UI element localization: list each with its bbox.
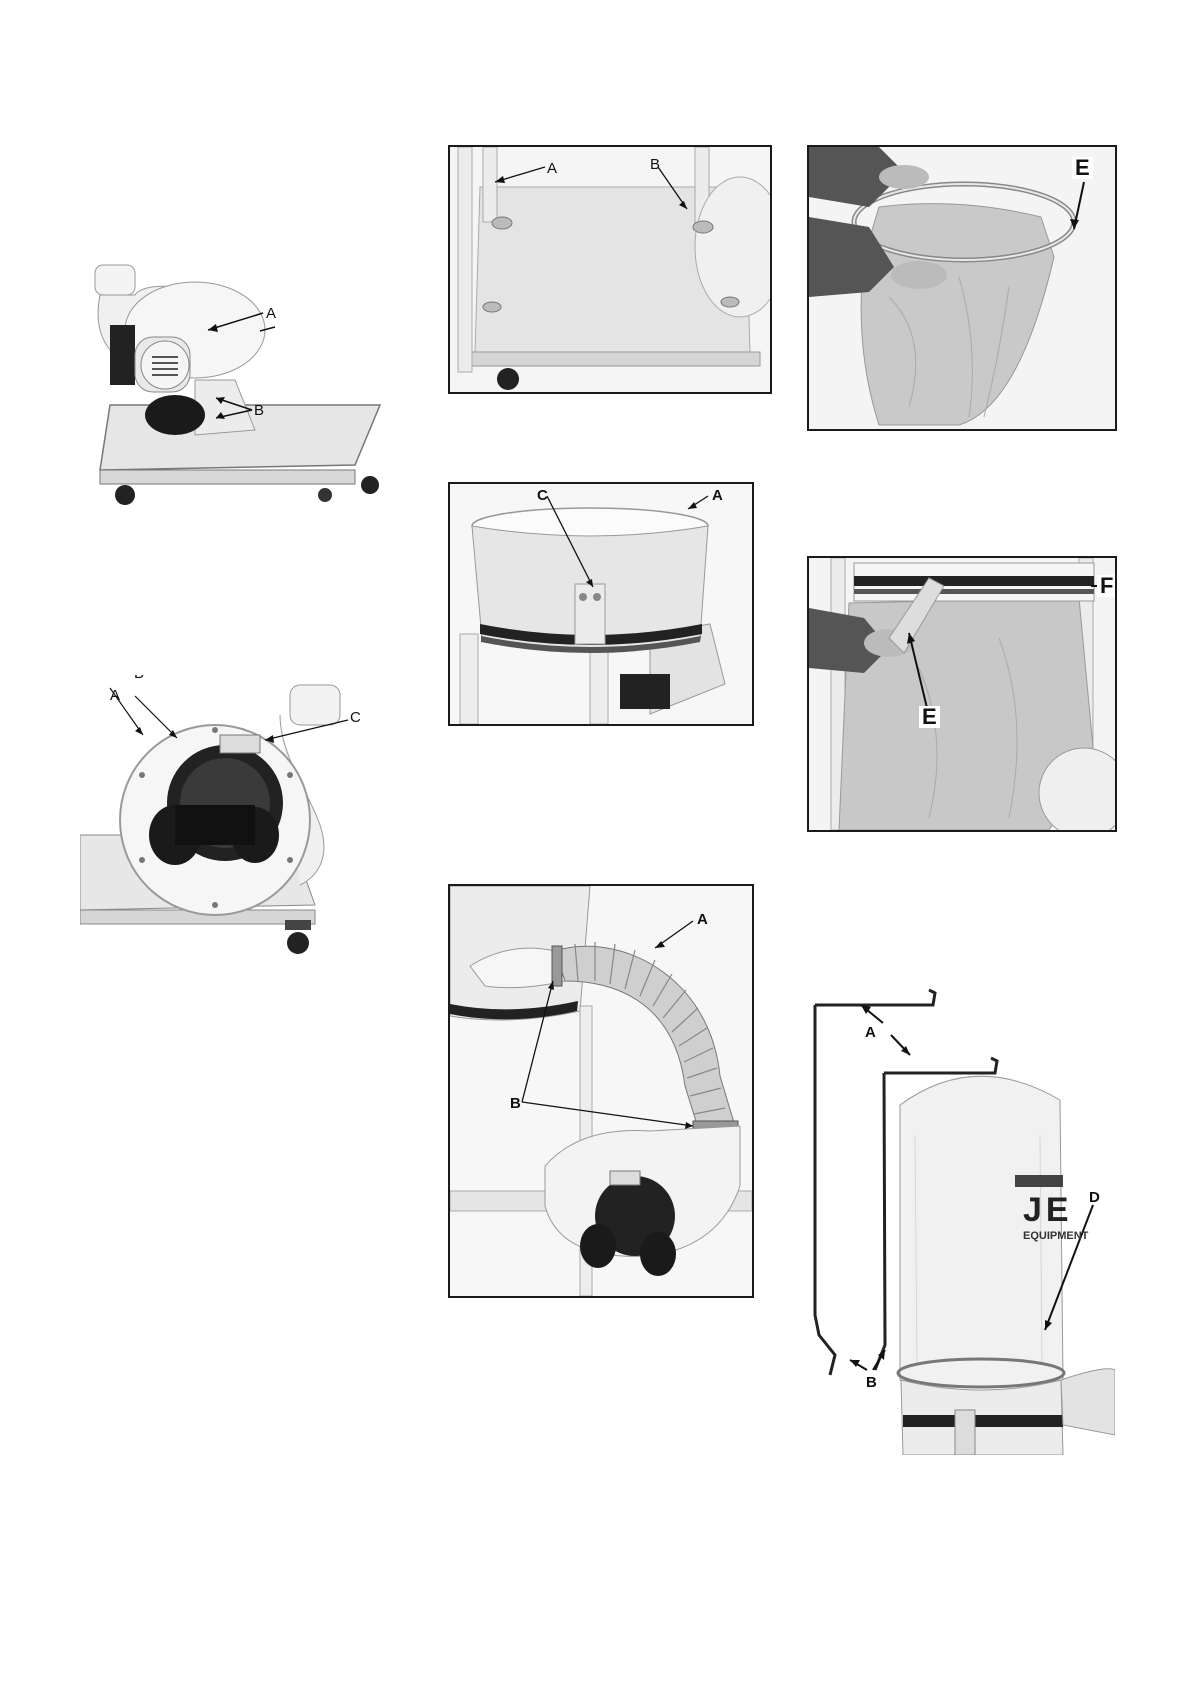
callout-b: B xyxy=(134,675,144,681)
bag-ring-illustration xyxy=(809,147,1115,429)
blower-side-illustration xyxy=(80,255,400,520)
callout-a: A xyxy=(697,912,708,927)
figure-filter-hanger: A B D JE EQUIPMENT xyxy=(805,975,1115,1455)
figure-blower-front: A B C xyxy=(80,675,400,965)
callout-b: B xyxy=(650,157,660,172)
callout-a: A xyxy=(110,688,120,703)
callout-c: C xyxy=(537,488,548,503)
callout-e: E xyxy=(1072,157,1093,179)
hose-illustration xyxy=(450,886,752,1296)
figure-hose: A B xyxy=(448,884,754,1298)
callout-b: B xyxy=(254,403,264,418)
callout-e: E xyxy=(919,706,940,728)
bag-install-illustration xyxy=(809,558,1115,830)
callout-f: F xyxy=(1097,575,1116,597)
figure-drum-ring: A C xyxy=(448,482,754,726)
callout-c: C xyxy=(350,710,361,725)
figure-frame-top: A B xyxy=(448,145,772,394)
callout-a: A xyxy=(865,1025,876,1040)
figure-bag-ring: E xyxy=(807,145,1117,431)
figure-bag-install: E F xyxy=(807,556,1117,832)
brand-subtitle: EQUIPMENT xyxy=(1023,1231,1088,1242)
drum-ring-illustration xyxy=(450,484,752,724)
callout-b: B xyxy=(510,1096,521,1111)
callout-d: D xyxy=(1089,1190,1100,1205)
callout-a: A xyxy=(266,306,276,321)
frame-top-illustration xyxy=(450,147,770,392)
callout-a: A xyxy=(712,488,723,503)
figure-blower-side: A B xyxy=(80,255,400,520)
callout-b: B xyxy=(866,1375,877,1390)
callout-a: A xyxy=(547,161,557,176)
brand-logo: JE xyxy=(1023,1193,1073,1227)
